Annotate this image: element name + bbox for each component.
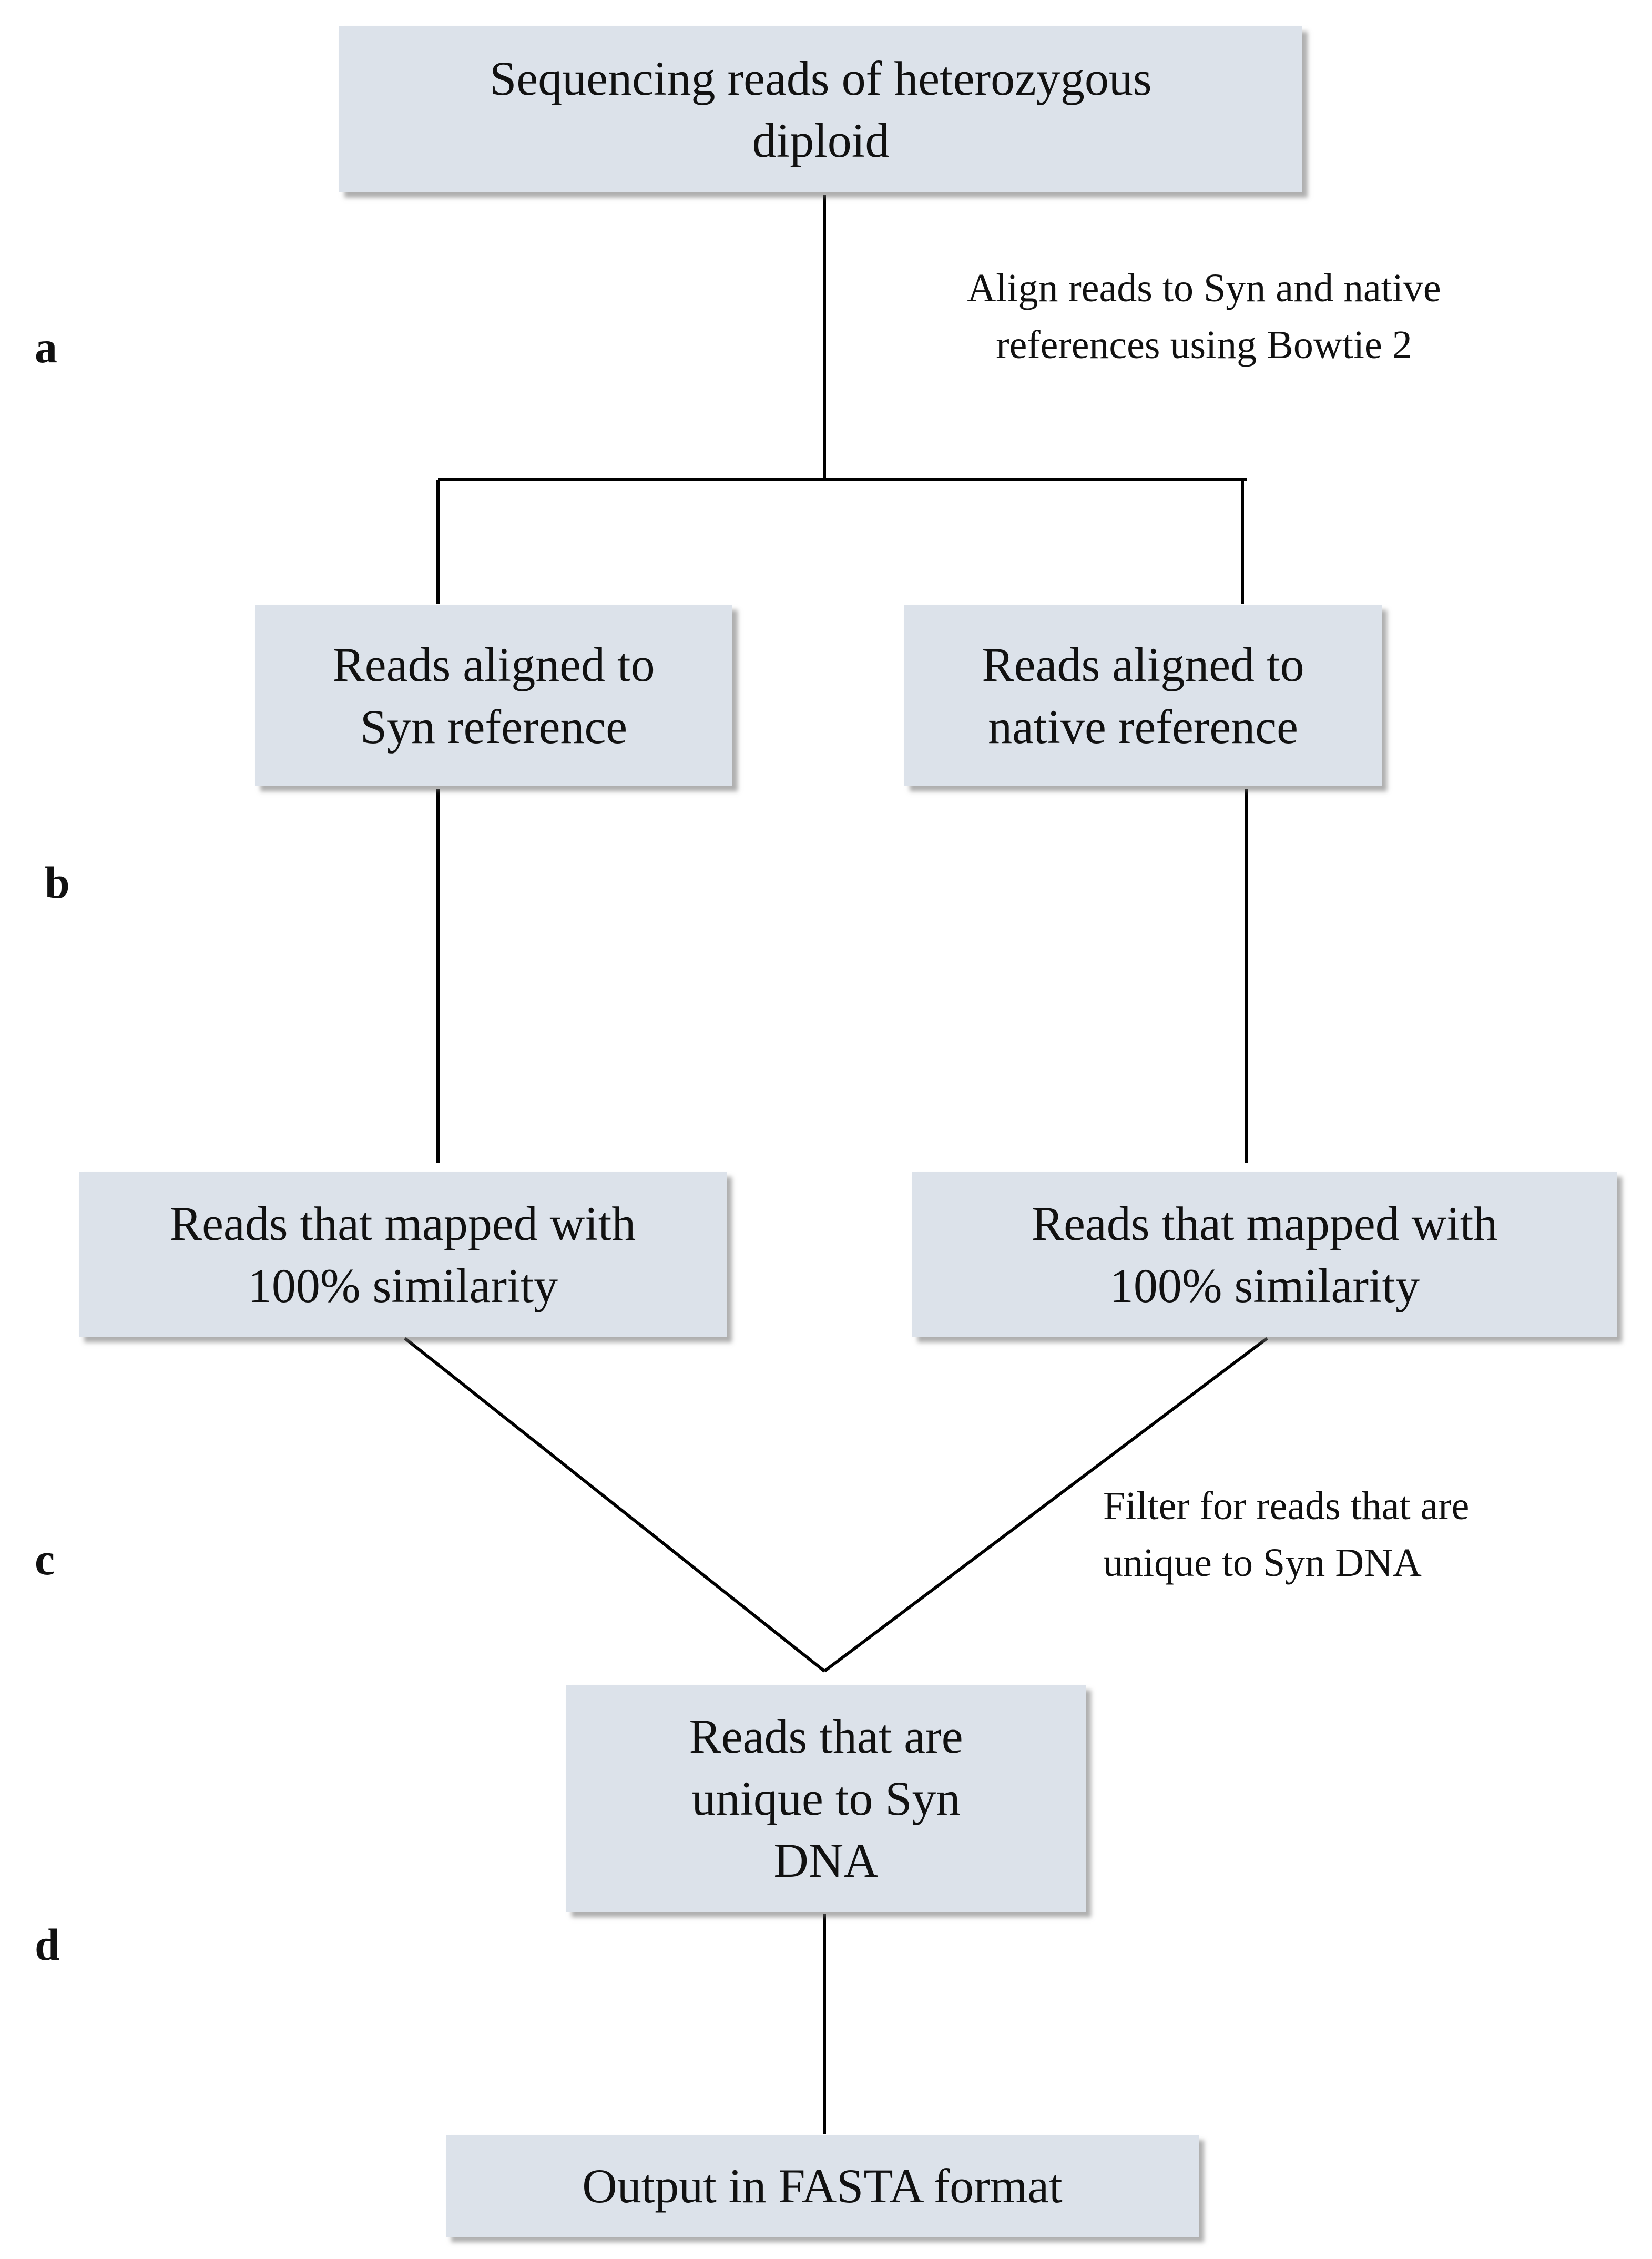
start-box-label: Sequencing reads of heterozygous diploid	[490, 52, 1152, 167]
unique-box: Reads that are unique to Syn DNA	[566, 1685, 1086, 1912]
unique-label: Reads that are unique to Syn DNA	[689, 1709, 963, 1887]
syn-mapped-label: Reads that mapped with 100% similarity	[169, 1196, 636, 1312]
connector-syn-merge	[404, 1337, 825, 1673]
native-aligned-label: Reads aligned to native reference	[982, 637, 1304, 754]
syn-aligned-label: Reads aligned to Syn reference	[332, 637, 655, 754]
connector-native-merge	[823, 1337, 1268, 1673]
native-aligned-box: Reads aligned to native reference	[904, 605, 1382, 786]
align-note: Align reads to Syn and native references…	[967, 266, 1441, 367]
step-label-b: b	[45, 857, 70, 908]
step-label-a: a	[35, 322, 57, 372]
output-box: Output in FASTA format	[446, 2135, 1199, 2237]
syn-mapped-box: Reads that mapped with 100% similarity	[79, 1172, 727, 1337]
syn-aligned-box: Reads aligned to Syn reference	[255, 605, 732, 786]
filter-note: Filter for reads that are unique to Syn …	[1103, 1484, 1470, 1585]
native-mapped-label: Reads that mapped with 100% similarity	[1031, 1196, 1498, 1312]
step-label-d: d	[35, 1919, 60, 1970]
output-label: Output in FASTA format	[582, 2159, 1063, 2213]
start-box: Sequencing reads of heterozygous diploid	[339, 26, 1302, 192]
step-label-c: c	[35, 1534, 55, 1584]
native-mapped-box: Reads that mapped with 100% similarity	[912, 1172, 1617, 1337]
